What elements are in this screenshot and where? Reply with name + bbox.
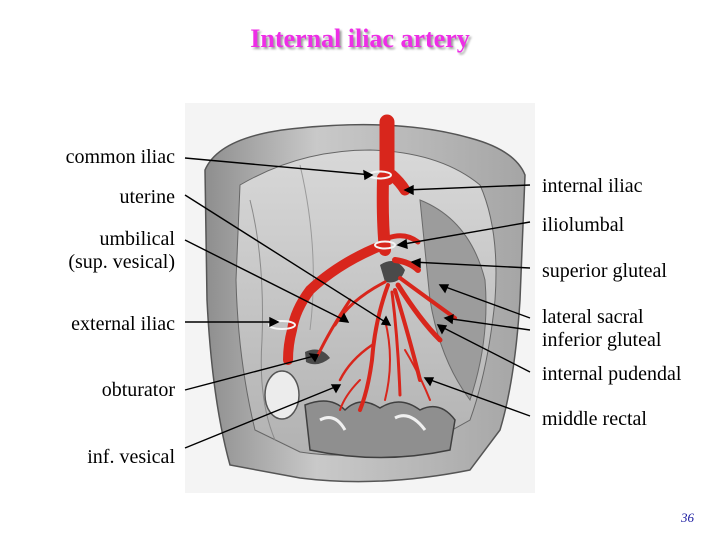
label-superior-gluteal: superior gluteal bbox=[542, 260, 667, 283]
pelvic-organs bbox=[305, 401, 455, 458]
label-umbilical-line1: umbilical bbox=[68, 228, 175, 251]
page-number: 36 bbox=[681, 510, 694, 526]
label-umbilical: umbilical (sup. vesical) bbox=[68, 228, 175, 274]
label-internal-iliac: internal iliac bbox=[542, 175, 643, 198]
label-obturator: obturator bbox=[102, 379, 175, 402]
label-inferior-gluteal: inferior gluteal bbox=[542, 329, 661, 352]
label-inf-vesical: inf. vesical bbox=[87, 446, 175, 469]
label-iliolumbal: iliolumbal bbox=[542, 214, 624, 237]
label-uterine: uterine bbox=[119, 186, 175, 209]
label-middle-rectal: middle rectal bbox=[542, 408, 647, 431]
label-lateral-sacral: lateral sacral bbox=[542, 306, 644, 329]
label-common-iliac: common iliac bbox=[66, 146, 175, 169]
label-internal-pudendal: internal pudendal bbox=[542, 363, 681, 386]
label-umbilical-line2: (sup. vesical) bbox=[68, 251, 175, 274]
label-external-iliac: external iliac bbox=[71, 313, 175, 336]
obturator-foramen bbox=[265, 371, 299, 419]
